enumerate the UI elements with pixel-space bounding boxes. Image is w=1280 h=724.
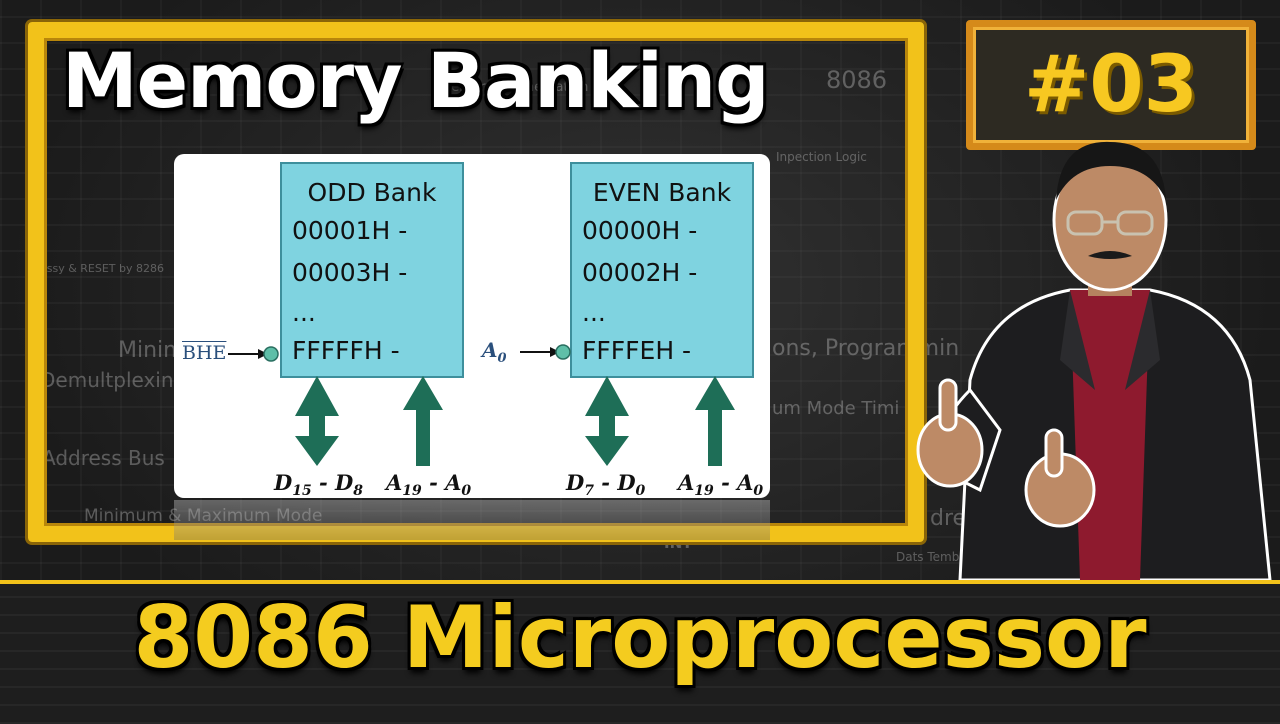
episode-number: #03 [1024,40,1198,130]
main-heading: Memory Banking [62,36,769,125]
memory-bank-diagram: ODD Bank 00001H - 00003H - ... FFFFFH - … [174,154,770,500]
odd-bank-address: FFFFFH - [292,336,400,365]
banner-title: 8086 Microprocessor [133,588,1147,688]
odd-data-bus-arrow [295,376,339,466]
yellow-frame [28,22,924,542]
odd-bank-address: 00001H - [292,216,408,245]
even-bank-address: 00000H - [582,216,698,245]
even-data-bus-label: D7 - D0 [566,470,646,500]
even-data-bus-arrow [585,376,629,466]
bg-text: Minimum & Maximum Mode [84,506,322,526]
presenter-figure [916,141,1272,580]
odd-address-bus-arrow [403,376,443,466]
bg-text: ons, Programmin [772,336,960,361]
panel-reflection [174,500,770,540]
bottom-banner [0,580,1280,724]
even-bank-box: EVEN Bank 00000H - 00002H - ... FFFFEH - [570,162,754,378]
a0-label: A0 [482,338,507,366]
bg-text: Memory Segmentation [440,80,589,95]
even-address-bus-arrow [695,376,735,466]
bg-text: Dats Tembe [896,550,967,564]
odd-bank-title: ODD Bank [307,178,437,207]
bg-text: Minim [118,338,185,363]
bg-text: Inpection Logic [776,150,867,164]
odd-bank-address: 00003H - [292,258,408,287]
even-address-bus-label: A19 - A0 [678,470,764,500]
bus-arrows [228,344,735,466]
bg-text: Demultplexing [40,368,187,392]
bg-text: ossy & RESET by 8286 [40,262,164,275]
odd-address-bus-label: A19 - A0 [386,470,472,500]
bg-text: um Mode Timi [772,398,900,419]
even-bank-ellipsis: ... [582,298,606,327]
odd-bank-ellipsis: ... [292,298,316,327]
bhe-label: BHE [182,342,227,364]
even-bank-address: 00002H - [582,258,698,287]
odd-bank-box: ODD Bank 00001H - 00003H - ... FFFFFH - [280,162,464,378]
bg-text: 8086 [826,66,888,94]
bg-text: Address Bus [42,446,165,470]
even-bank-title: EVEN Bank [592,178,732,207]
even-bank-address: FFFFEH - [582,336,692,365]
odd-data-bus-label: D15 - D8 [274,470,364,500]
a0-input-arrow [520,344,571,360]
bhe-input-arrow [228,346,279,362]
